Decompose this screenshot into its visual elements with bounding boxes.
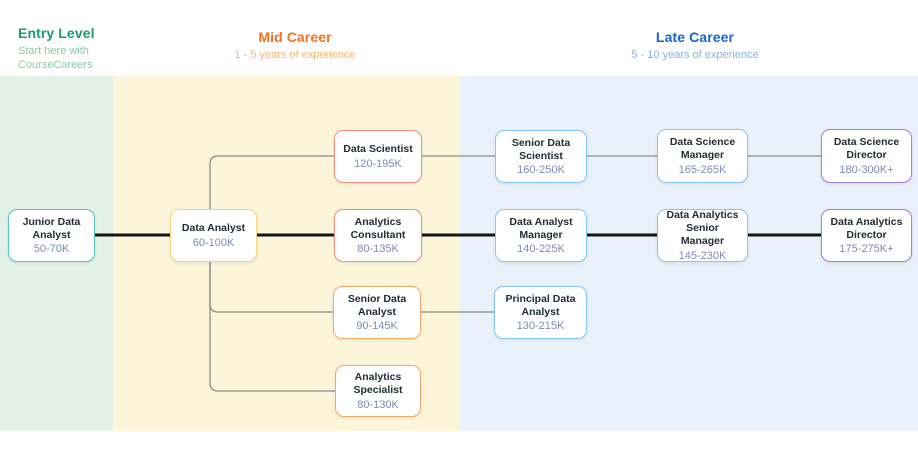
node-data-scientist: Data Scientist 120-195K xyxy=(334,130,422,183)
node-title: Senior Data Analyst xyxy=(347,292,407,318)
node-data-analytics-senior-manager: Data Analytics Senior Manager 145-230K xyxy=(657,209,748,262)
node-salary: 160-250K xyxy=(517,164,565,177)
node-junior-data-analyst: Junior Data Analyst 50-70K xyxy=(8,209,95,262)
node-principal-data-analyst: Principal Data Analyst 130-215K xyxy=(494,286,587,339)
node-salary: 175-275K+ xyxy=(839,243,894,256)
node-salary: 90-145K xyxy=(356,320,398,333)
node-title: Principal Data Analyst xyxy=(505,292,576,318)
node-title: Data Analytics Senior Manager xyxy=(666,209,739,247)
node-title: Data Analyst xyxy=(181,222,246,235)
node-data-analyst: Data Analyst 60-100K xyxy=(170,209,257,262)
branch-line-data-scientist-track xyxy=(209,155,866,209)
node-salary: 80-130K xyxy=(357,398,399,411)
late-career-header: Late Career 5 - 10 years of experience xyxy=(595,29,795,62)
node-title: Analytics Consultant xyxy=(350,215,406,241)
node-title: Senior Data Scientist xyxy=(511,136,571,162)
node-title: Junior Data Analyst xyxy=(22,215,81,241)
node-salary: 80-135K xyxy=(357,243,399,256)
entry-level-header: Entry Level Start here with CourseCareer… xyxy=(18,25,128,73)
node-salary: 165-265K xyxy=(678,163,727,176)
mid-career-title: Mid Career xyxy=(258,29,332,45)
node-title: Data Analyst Manager xyxy=(509,215,573,241)
late-career-title: Late Career xyxy=(655,29,735,45)
node-salary: 120-195K xyxy=(354,157,402,170)
node-analytics-specialist: Analytics Specialist 80-130K xyxy=(335,365,421,417)
entry-level-subtitle: Start here with CourseCareers xyxy=(18,45,93,72)
node-title: Data Analytics Director xyxy=(830,215,903,241)
node-salary: 145-230K xyxy=(678,249,727,262)
node-analytics-consultant: Analytics Consultant 80-135K xyxy=(334,209,422,262)
node-data-analytics-director: Data Analytics Director 175-275K+ xyxy=(821,209,912,262)
node-salary: 140-225K xyxy=(517,243,565,256)
mid-career-header: Mid Career 1 - 5 years of experience xyxy=(195,29,395,62)
node-data-science-director: Data Science Director 180-300K+ xyxy=(821,129,912,183)
node-salary: 60-100K xyxy=(192,236,235,249)
node-salary: 130-215K xyxy=(516,320,565,333)
node-data-analyst-manager: Data Analyst Manager 140-225K xyxy=(495,209,587,262)
mid-career-subtitle: 1 - 5 years of experience xyxy=(234,49,356,61)
node-salary: 50-70K xyxy=(33,243,70,256)
late-career-subtitle: 5 - 10 years of experience xyxy=(631,49,759,61)
node-title: Analytics Specialist xyxy=(353,371,403,396)
node-title: Data Scientist xyxy=(343,143,413,156)
node-title: Data Science Manager xyxy=(669,136,736,161)
node-senior-data-scientist: Senior Data Scientist 160-250K xyxy=(495,130,587,183)
node-senior-data-analyst: Senior Data Analyst 90-145K xyxy=(333,286,421,339)
node-data-science-manager: Data Science Manager 165-265K xyxy=(657,129,748,183)
node-title: Data Science Director xyxy=(833,136,900,161)
entry-level-title: Entry Level xyxy=(18,25,95,41)
node-salary: 180-300K+ xyxy=(839,163,894,176)
branch-line-analytics-specialist-track xyxy=(209,262,380,392)
